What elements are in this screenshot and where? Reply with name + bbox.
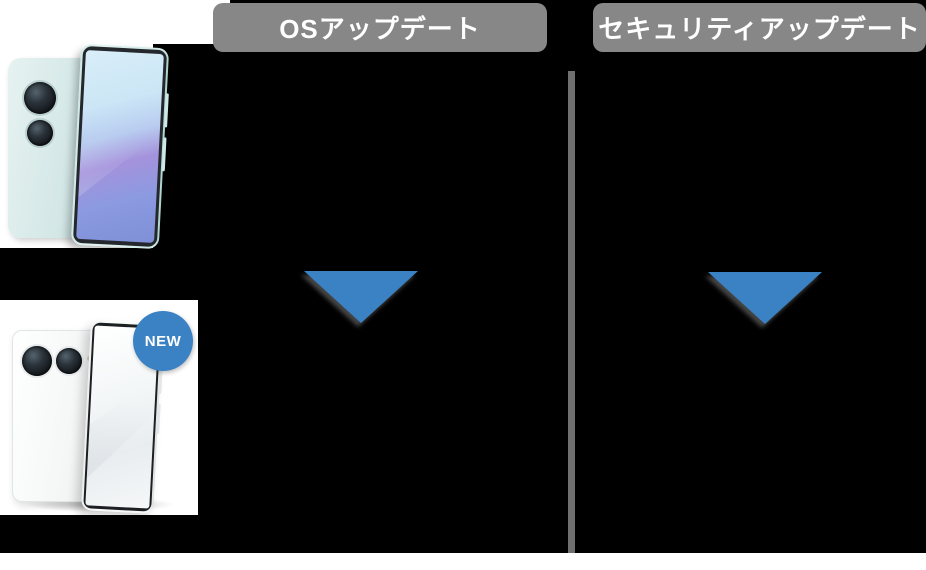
header-os-update-label: OSアップデート — [279, 14, 481, 44]
column-divider — [568, 71, 575, 553]
down-arrow-icon — [708, 272, 822, 324]
header-os-update: OSアップデート — [213, 3, 547, 52]
down-arrow-icon — [304, 271, 418, 323]
camera-lens — [22, 346, 52, 376]
new-phone-back-view — [12, 330, 100, 502]
page-background-strip — [0, 553, 926, 570]
camera-lens — [27, 120, 53, 146]
camera-lens — [56, 348, 82, 374]
camera-lens — [24, 82, 56, 114]
current-phone-front-view — [70, 43, 170, 250]
phone-screen — [76, 50, 164, 243]
new-badge-label: NEW — [144, 332, 182, 350]
phone-side-buttons — [164, 93, 169, 128]
header-security-update: セキュリティアップデート — [593, 3, 926, 52]
header-security-update-label: セキュリティアップデート — [598, 14, 921, 44]
new-badge: NEW — [133, 311, 193, 371]
